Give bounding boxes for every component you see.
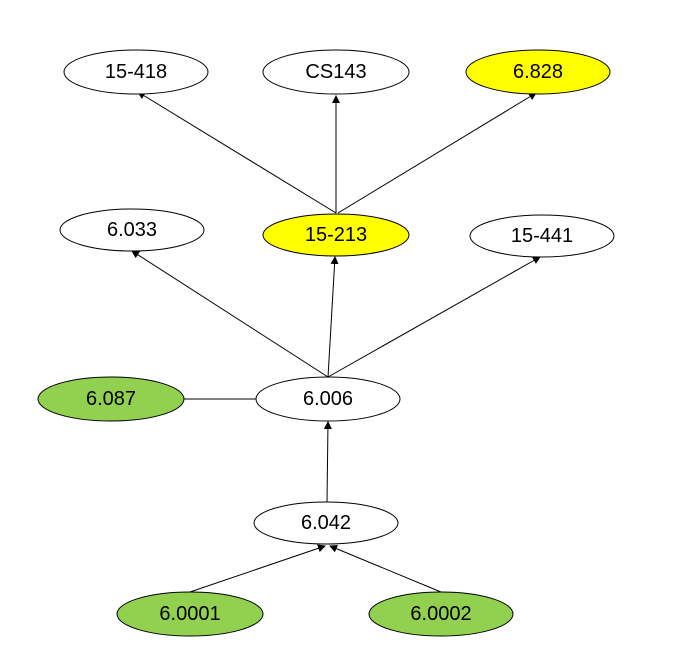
node-15-418: 15-418 [63, 49, 209, 95]
node-cs143: CS143 [262, 49, 410, 95]
node-label: 6.828 [513, 61, 563, 83]
node-6-042: 6.042 [253, 501, 399, 545]
edge-n60001-to-n6042 [189, 544, 326, 593]
node-label: CS143 [305, 61, 366, 83]
node-label: 6.087 [86, 388, 136, 410]
node-ellipse [465, 49, 611, 95]
node-ellipse [59, 208, 205, 252]
node-ellipse [116, 591, 264, 637]
node-label: 6.033 [107, 219, 157, 241]
node-15-213: 15-213 [262, 213, 410, 257]
node-ellipse [262, 49, 410, 95]
node-label: 6.0001 [159, 603, 220, 625]
node-6-087: 6.087 [37, 376, 185, 422]
node-ellipse [63, 49, 209, 95]
node-ellipse [253, 501, 399, 545]
edge-n6006-to-n15441 [327, 256, 541, 378]
node-label: 15-441 [511, 225, 573, 247]
node-label: 6.042 [301, 512, 351, 534]
edge-n60002-to-n6042 [329, 544, 442, 593]
node-ellipse [255, 376, 401, 422]
node-6-006: 6.006 [255, 376, 401, 422]
node-label: 6.0002 [410, 603, 471, 625]
node-6-0002: 6.0002 [368, 591, 514, 637]
node-15-441: 15-441 [469, 214, 615, 258]
edge-n6006-to-n6033 [131, 250, 329, 378]
nodes-layer: 15-418 CS143 6.828 6.033 15-213 15-441 6.087 6.… [37, 49, 615, 637]
edge-n15213-to-n15418 [137, 91, 337, 214]
node-6-033: 6.033 [59, 208, 205, 252]
edges-layer [131, 91, 541, 593]
node-ellipse [469, 214, 615, 258]
node-6-0001: 6.0001 [116, 591, 264, 637]
edge-n6042-to-n6006 [323, 421, 332, 503]
node-label: 6.006 [303, 388, 353, 410]
node-ellipse [262, 213, 410, 257]
node-6-828: 6.828 [465, 49, 611, 95]
edge-n15213-to-n6828 [337, 92, 537, 214]
node-label: 15-418 [105, 61, 167, 83]
node-ellipse [37, 376, 185, 422]
node-label: 15-213 [305, 224, 367, 246]
node-ellipse [368, 591, 514, 637]
edge-n6006-to-n15213 [327, 256, 339, 378]
